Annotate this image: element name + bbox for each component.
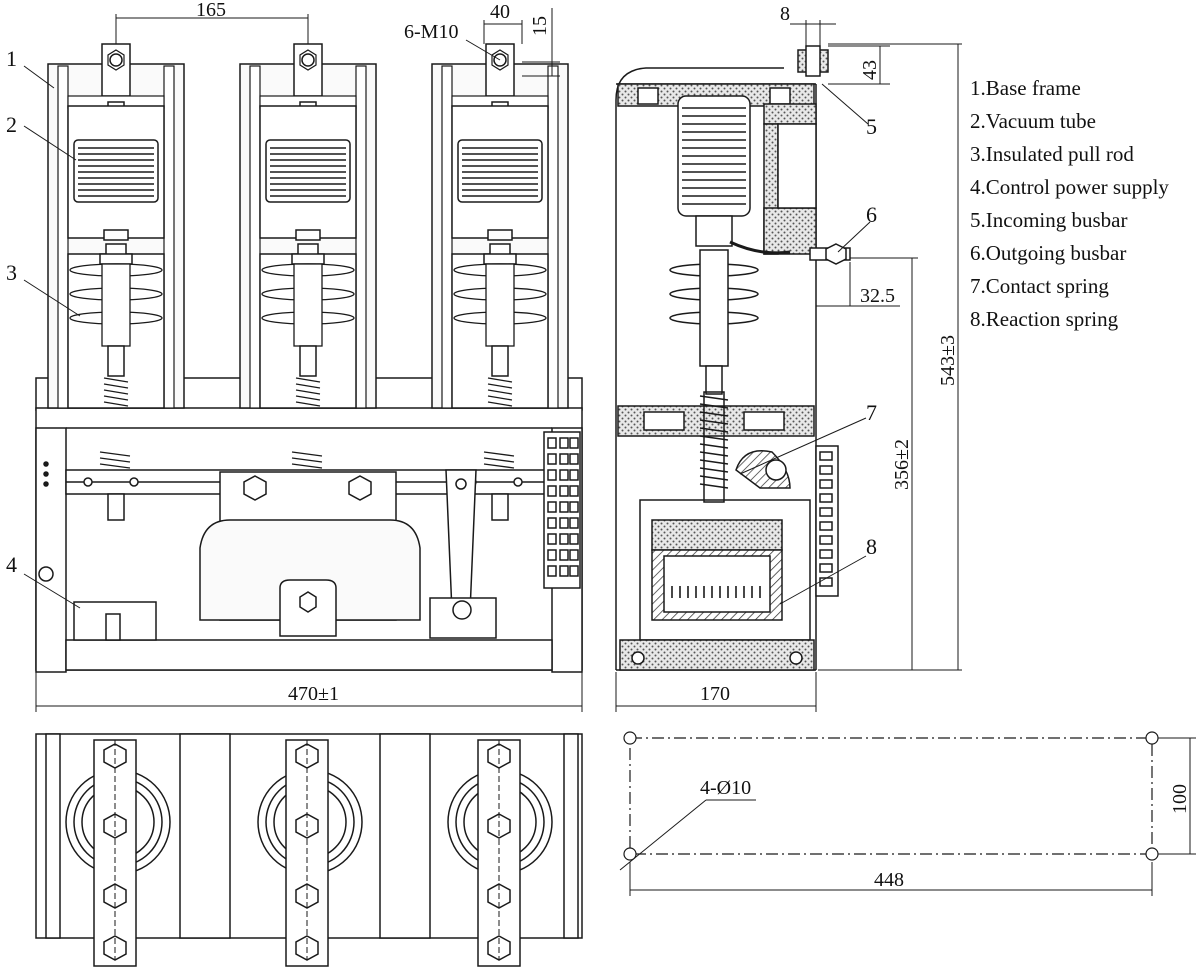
dim-hole-spacing-y: 100 — [1169, 784, 1191, 814]
callout-labels: 1 2 3 4 5 6 7 8 — [6, 46, 877, 577]
legend-item: 8.Reaction spring — [970, 307, 1119, 331]
dim-outgoing-offset: 32.5 — [860, 285, 895, 307]
dim-bolt-spec: 6-M10 — [404, 21, 458, 43]
legend-item: 1.Base frame — [970, 76, 1081, 100]
legend-item: 4.Control power supply — [970, 175, 1169, 199]
mounting-view — [619, 731, 1196, 896]
dim-pole-pitch: 165 — [196, 0, 226, 21]
callout-7: 7 — [866, 400, 877, 425]
dim-busbar-width: 40 — [490, 1, 510, 23]
legend-item: 3.Insulated pull rod — [970, 142, 1134, 166]
bottom-view — [35, 733, 583, 967]
parts-legend: 1.Base frame 2.Vacuum tube 3.Insulated p… — [970, 72, 1169, 336]
dim-busbar-offset: 15 — [529, 16, 551, 36]
legend-item: 2.Vacuum tube — [970, 109, 1096, 133]
side-view — [615, 20, 962, 712]
callout-2: 2 — [6, 112, 17, 137]
legend-item: 7.Contact spring — [970, 274, 1109, 298]
callout-1: 1 — [6, 46, 17, 71]
dim-top-offset: 8 — [780, 3, 790, 25]
dim-top-height: 43 — [859, 60, 881, 80]
front-view — [23, 8, 583, 712]
dimension-labels: 165 6-M10 40 15 470±1 170 8 43 32.5 543±… — [196, 0, 1191, 891]
dim-outgoing-height: 356±2 — [891, 439, 913, 490]
dim-mount-holes: 4-Ø10 — [700, 777, 751, 799]
callout-6: 6 — [866, 202, 877, 227]
callout-4: 4 — [6, 552, 17, 577]
callout-3: 3 — [6, 260, 17, 285]
callout-8: 8 — [866, 534, 877, 559]
legend-item: 5.Incoming busbar — [970, 208, 1128, 232]
dim-total-width: 470±1 — [288, 683, 339, 705]
dim-total-height: 543±3 — [937, 335, 959, 386]
dim-hole-spacing-x: 448 — [874, 869, 904, 891]
callout-5: 5 — [866, 114, 877, 139]
legend-item: 6.Outgoing busbar — [970, 241, 1127, 265]
dim-side-depth: 170 — [700, 683, 730, 705]
